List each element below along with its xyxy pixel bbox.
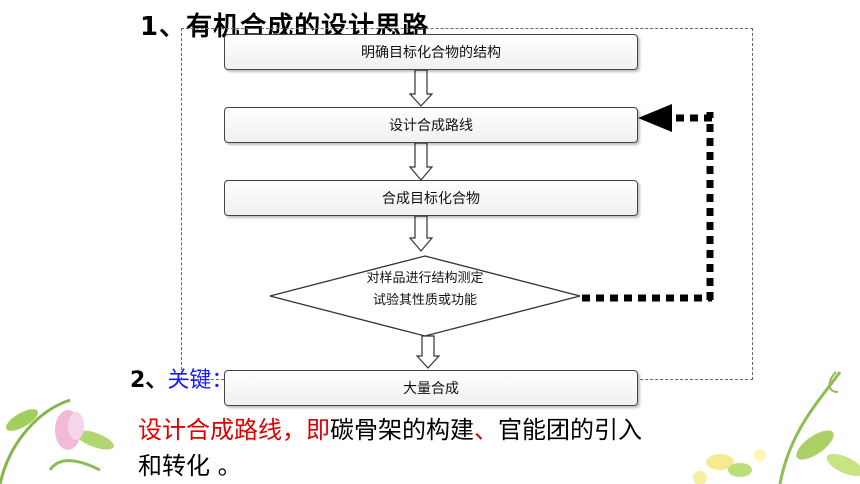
section-2-title: 关键： bbox=[167, 368, 234, 393]
section-2-heading: 2、关键： bbox=[130, 362, 233, 394]
key-statement-part-4: 官能团的引入 bbox=[498, 416, 642, 444]
section-2-separator: 、 bbox=[145, 368, 168, 393]
down-arrow-3 bbox=[408, 215, 434, 252]
decision-line-1: 对样品进行结构测定 bbox=[366, 271, 484, 286]
key-statement-part-2: 碳骨架的构建 bbox=[330, 416, 474, 444]
flow-step-design-route: 设计合成路线 bbox=[224, 107, 638, 143]
key-statement-part-1: 设计合成路线，即 bbox=[138, 416, 330, 444]
down-arrow-1 bbox=[408, 69, 434, 107]
key-statement-part-3: 、 bbox=[474, 416, 498, 444]
flow-step-define-target: 明确目标化合物的结构 bbox=[224, 34, 638, 70]
section-1-number: 1 bbox=[140, 12, 160, 42]
flow-step-mass-synthesis: 大量合成 bbox=[224, 370, 638, 406]
flow-step-design-route-label: 设计合成路线 bbox=[389, 118, 473, 134]
flow-step-mass-synthesis-label: 大量合成 bbox=[403, 381, 459, 397]
section-2-number: 2 bbox=[130, 368, 146, 393]
flow-step-synthesize-label: 合成目标化合物 bbox=[382, 191, 480, 207]
decision-line-2: 试验其性质或功能 bbox=[372, 293, 477, 308]
flow-step-synthesize: 合成目标化合物 bbox=[224, 180, 638, 216]
flow-step-define-target-label: 明确目标化合物的结构 bbox=[361, 45, 501, 61]
key-statement: 设计合成路线，即碳骨架的构建、官能团的引入和转化 。 bbox=[138, 412, 778, 484]
feedback-arrow-head bbox=[638, 104, 672, 132]
section-1-separator: 、 bbox=[159, 12, 187, 42]
flower-decoration-right bbox=[693, 371, 860, 484]
key-statement-part-5: 和转化 。 bbox=[138, 452, 242, 480]
flower-decoration-left bbox=[0, 398, 114, 484]
down-arrow-4 bbox=[415, 335, 441, 369]
decision-diamond bbox=[269, 255, 581, 337]
down-arrow-2 bbox=[408, 142, 434, 181]
decision-text: 对样品进行结构测定 试验其性质或功能 bbox=[300, 268, 550, 312]
